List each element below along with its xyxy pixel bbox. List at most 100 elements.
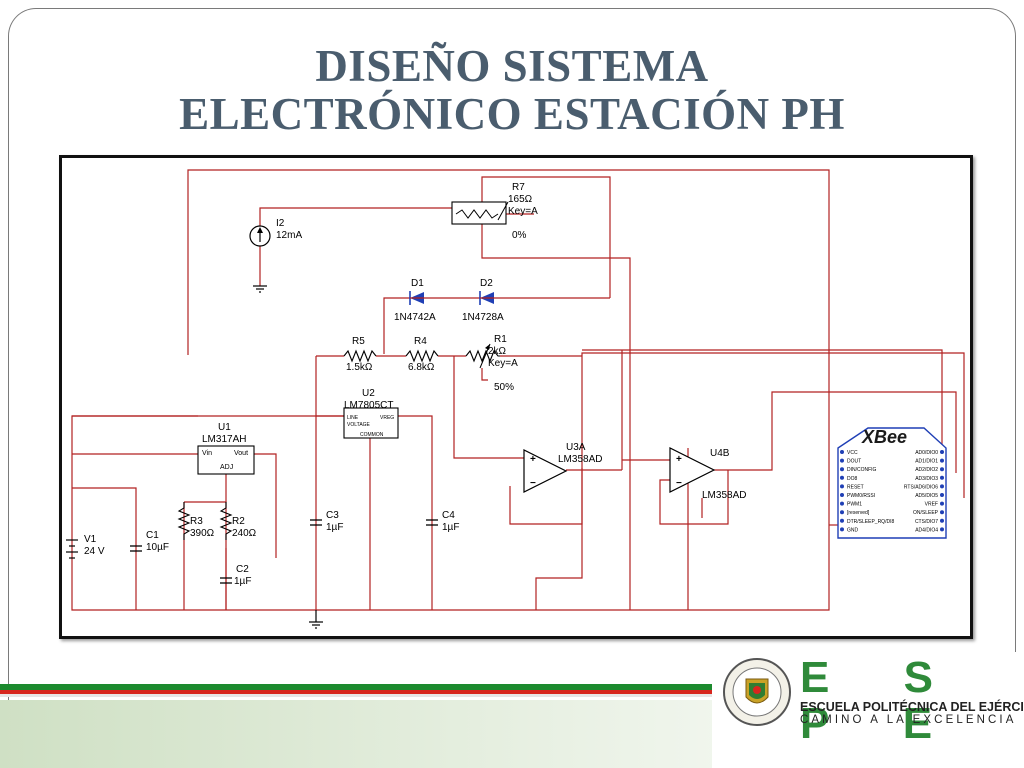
xbee-pin-dot <box>940 527 944 532</box>
r1-pct: 50% <box>494 382 514 393</box>
r2-ref: R2 <box>232 516 245 527</box>
footer-stripe-green <box>0 684 712 690</box>
v1-ref: V1 <box>84 534 97 545</box>
xbee-left-pin-label: DIN/CONFIG <box>847 467 877 473</box>
espe-seal-icon <box>723 658 791 726</box>
d2-ref: D2 <box>480 278 493 289</box>
r7-value: 165Ω <box>508 194 533 205</box>
xbee-left-pin-label: PWM0/RSSI <box>847 493 875 499</box>
capacitor-c3: C3 1µF <box>310 510 343 533</box>
r1-key: Key=A <box>488 358 518 369</box>
u4b-ref: U4B <box>710 448 730 459</box>
u4b-minus: − <box>676 478 682 489</box>
xbee-pin-dot <box>940 510 944 515</box>
i2-ref: I2 <box>276 218 285 229</box>
resistor-r4: R4 6.8kΩ <box>405 336 439 373</box>
opamp-u4b: + − U4B LM358AD <box>669 447 746 501</box>
capacitor-c1: C1 10µF <box>130 530 169 553</box>
u3a-plus: + <box>530 454 536 465</box>
xbee-left-pin-label: DOUT <box>847 459 861 465</box>
xbee-logo: XBee <box>861 427 907 447</box>
footer-stripe-grey <box>0 694 712 697</box>
espe-institution-name: ESCUELA POLITÉCNICA DEL EJÉRCITO <box>800 700 1024 714</box>
r1-value: 2kΩ <box>488 346 507 357</box>
xbee-pin-dot <box>840 501 844 506</box>
u3a-minus: − <box>530 478 536 489</box>
d1-part: 1N4742A <box>394 312 436 323</box>
xbee-left-pin-label: GND <box>847 527 859 533</box>
c2-value: 1µF <box>234 576 251 587</box>
r7-key: Key=A <box>508 206 538 217</box>
schematic-diagram: I2 12mA R7 165Ω Key=A 0% D1 1N4742A D2 1… <box>59 155 973 639</box>
diode-d1: D1 1N4742A <box>394 278 436 323</box>
current-source-i2: I2 12mA <box>249 218 302 247</box>
espe-brand: E S P E <box>800 653 964 748</box>
u2-part: LM7805CT <box>344 400 393 411</box>
u4b-plus: + <box>676 454 682 465</box>
xbee-pin-dot <box>840 450 844 454</box>
resistor-r3: R3 390Ω <box>177 502 215 540</box>
u1-pin-vout: Vout <box>234 450 248 457</box>
xbee-right-pin-label: AD1/DIO1 <box>915 459 938 465</box>
espe-motto: CAMINO A LA EXCELENCIA <box>800 714 1017 726</box>
u1-ref: U1 <box>218 422 231 433</box>
r4-ref: R4 <box>414 336 427 347</box>
xbee-pin-dot <box>940 467 944 472</box>
xbee-left-pin-label: [reserved] <box>847 510 870 516</box>
u2-ref: U2 <box>362 388 375 399</box>
r3-value: 390Ω <box>190 528 215 539</box>
ground-symbols <box>253 285 323 629</box>
xbee-right-pin-label: AD2/DIO2 <box>915 467 938 473</box>
c1-ref: C1 <box>146 530 159 541</box>
xbee-pin-dot <box>940 450 944 454</box>
r5-ref: R5 <box>352 336 365 347</box>
c4-value: 1µF <box>442 522 459 533</box>
xbee-left-pin-label: RESET <box>847 484 864 490</box>
r7-ref: R7 <box>512 182 525 193</box>
xbee-pin-dot <box>940 475 944 480</box>
xbee-pin-dot <box>840 467 844 472</box>
c4-ref: C4 <box>442 510 455 521</box>
xbee-right-pin-label: AD4/DIO4 <box>915 527 938 533</box>
c3-ref: C3 <box>326 510 339 521</box>
xbee-pin-dot <box>840 493 844 497</box>
r4-value: 6.8kΩ <box>408 362 435 373</box>
xbee-pin-dot <box>840 484 844 489</box>
xbee-right-pin-label: ON/SLEEP <box>913 510 939 516</box>
xbee-right-pin-label: AD5/DIO5 <box>915 493 938 499</box>
xbee-left-pin-label: DO8 <box>847 476 858 482</box>
diode-d2: D2 1N4728A <box>462 278 504 323</box>
title-line-1: DISEÑO SISTEMA <box>315 41 709 91</box>
xbee-pin-dot <box>940 458 944 463</box>
r7-pct: 0% <box>512 230 527 241</box>
xbee-pin-dot <box>840 518 844 523</box>
title-line-2: ELECTRÓNICO ESTACIÓN PH <box>179 89 845 139</box>
u2-pin-common: COMMON <box>360 432 384 438</box>
u3a-part: LM358AD <box>558 454 602 465</box>
footer-stripe-red <box>0 690 712 694</box>
xbee-pin-dot <box>940 518 944 523</box>
capacitor-c2: C2 1µF <box>220 564 251 587</box>
d1-ref: D1 <box>411 278 424 289</box>
slide-title: DISEÑO SISTEMA ELECTRÓNICO ESTACIÓN PH <box>0 42 1024 138</box>
r5-value: 1.5kΩ <box>346 362 373 373</box>
slide-frame <box>8 8 1016 728</box>
opamp-u3a: + − U3A LM358AD <box>523 442 602 493</box>
u1-pin-vin: Vin <box>202 450 212 457</box>
xbee-right-pin-label: VREF <box>925 502 938 508</box>
r2-value: 240Ω <box>232 528 257 539</box>
xbee-pin-dot <box>840 527 844 532</box>
potentiometer-r1: R1 2kΩ Key=A 50% <box>465 334 518 393</box>
r1-ref: R1 <box>494 334 507 345</box>
xbee-left-pin-label: VCC <box>847 450 858 456</box>
u4b-part: LM358AD <box>702 490 746 501</box>
xbee-right-pin-label: CTS/DIO7 <box>915 519 938 525</box>
xbee-left-pin-label: PWM1 <box>847 502 862 508</box>
u1-part: LM317AH <box>202 434 246 445</box>
regulator-u2: U2 LM7805CT LINE VREG VOLTAGE COMMON <box>343 388 399 439</box>
c1-value: 10µF <box>146 542 169 553</box>
c3-value: 1µF <box>326 522 343 533</box>
regulator-u1: U1 LM317AH Vin Vout ADJ <box>197 422 255 475</box>
resistor-r2: R2 240Ω <box>219 502 257 540</box>
